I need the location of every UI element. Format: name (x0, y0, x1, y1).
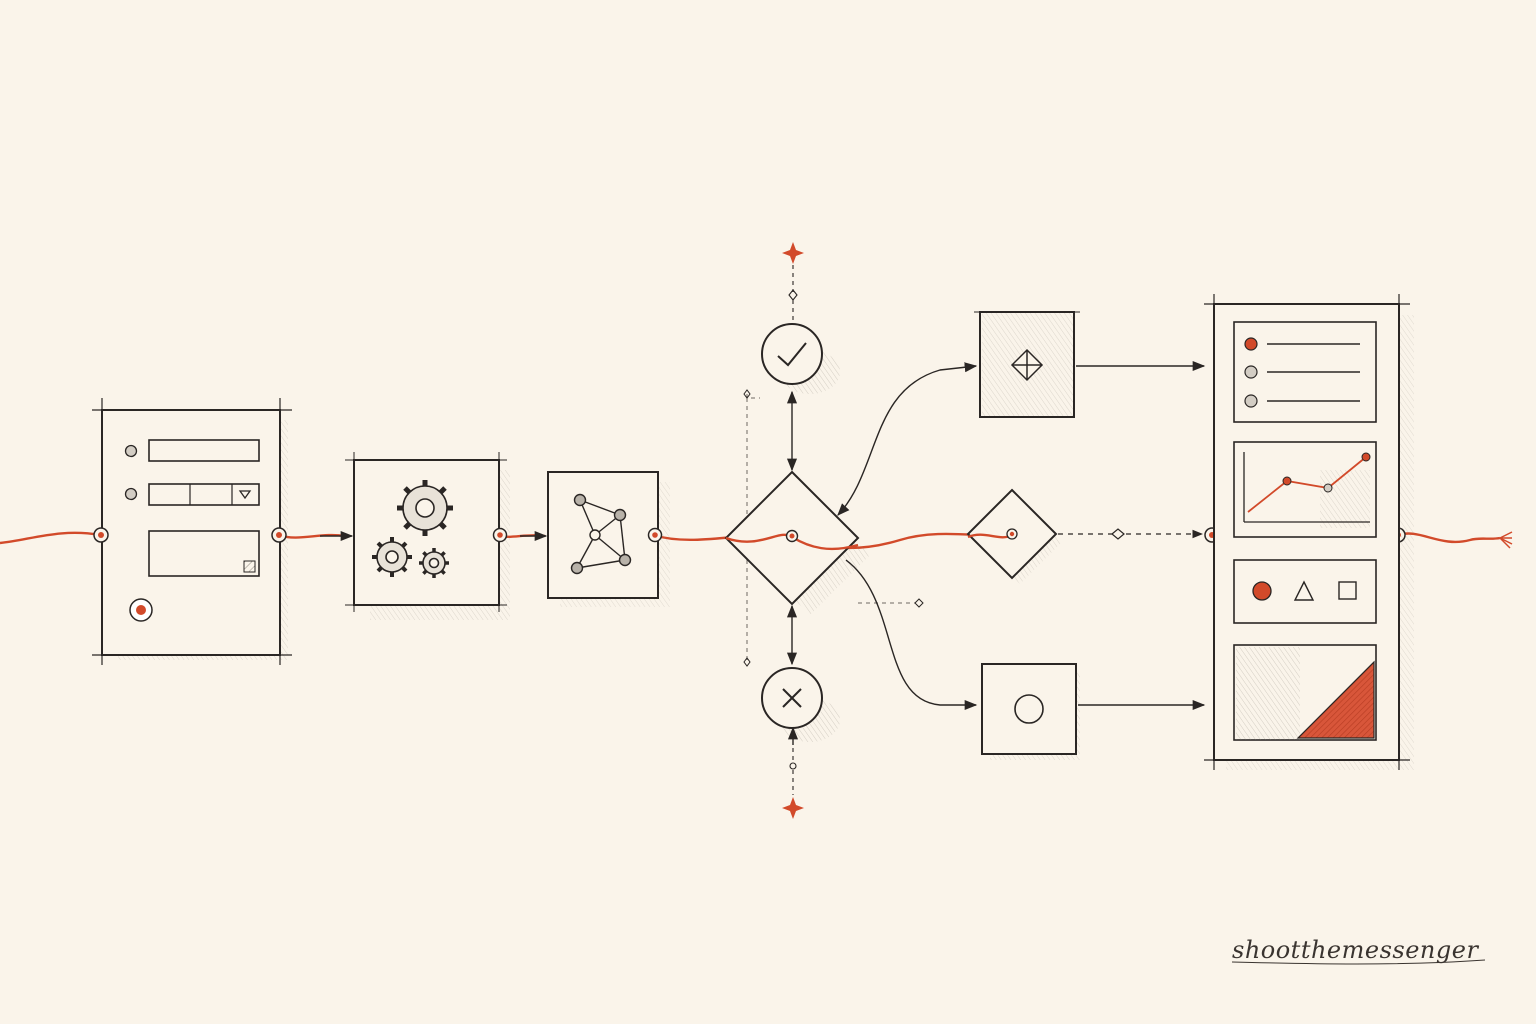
sparkle-icon-bottom (782, 797, 804, 819)
decision-area (724, 242, 924, 819)
x-icon (782, 688, 802, 708)
process-gears (345, 452, 510, 620)
network-graph (547, 471, 670, 607)
form-panel (92, 398, 292, 665)
image-card (1233, 644, 1377, 741)
branch-bottom (981, 663, 1080, 760)
radio-dot-2 (124, 487, 138, 501)
signature-underline (1231, 959, 1486, 965)
diamond-cross-icon (1010, 348, 1044, 382)
check-icon (777, 342, 807, 367)
shapes-card (1233, 559, 1377, 624)
branch-arrow-top (837, 362, 978, 516)
sparkle-icon-top (782, 242, 804, 264)
radio-dot-1 (124, 444, 138, 458)
list-card (1233, 321, 1377, 423)
network-icon (570, 493, 632, 575)
thread-frayed-end (1499, 531, 1513, 549)
branch-middle (966, 488, 1062, 584)
circle-icon (1014, 694, 1044, 724)
select-field (148, 483, 260, 506)
signature: shootthemessenger (1232, 936, 1479, 964)
textarea-field (148, 530, 260, 577)
branch-top (974, 311, 1080, 418)
results-panel (1204, 294, 1414, 770)
branch-arrow-bottom (845, 559, 978, 711)
chevron-down-icon (238, 490, 252, 500)
gears-icon (372, 480, 453, 578)
text-field-1 (148, 439, 260, 462)
approve-node (761, 323, 823, 385)
line-chart-card (1233, 441, 1377, 538)
thread-line-4 (1397, 532, 1501, 544)
